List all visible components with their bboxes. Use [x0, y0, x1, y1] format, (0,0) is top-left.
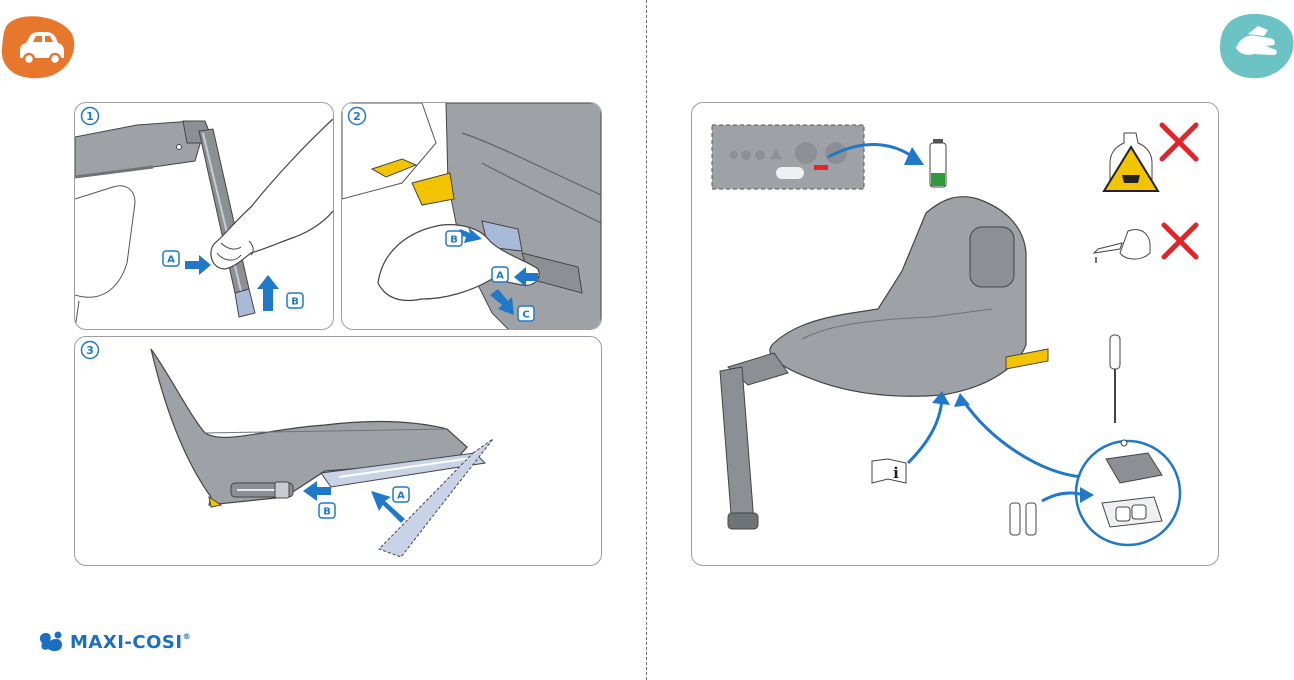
corrosive-warning-icon — [1104, 133, 1158, 191]
step-2-label-b: B — [450, 235, 458, 246]
oil-can-icon — [1094, 230, 1150, 264]
step-3-label-a: A — [397, 491, 405, 502]
step-2-number: 2 — [353, 110, 361, 123]
step-1-label-a: A — [167, 255, 175, 266]
page-gutter — [646, 0, 647, 680]
brand-name: MAXI-COSI — [70, 632, 183, 653]
step-2-label-a: A — [496, 271, 504, 282]
step-2-panel: 2 B A C — [341, 102, 602, 330]
cleaning-badge — [1218, 12, 1294, 80]
brand-registered-mark: ® — [183, 632, 192, 641]
step-2-label-c: C — [522, 310, 529, 321]
manual-info-glyph: i — [893, 464, 899, 482]
maxi-cosi-logo-icon — [36, 629, 66, 655]
screwdriver-icon — [1110, 335, 1120, 423]
step-3-panel: 3 A B — [74, 336, 602, 566]
cross-forbidden-icon — [1162, 125, 1196, 159]
step-3-label-b: B — [323, 507, 331, 518]
brand-logo: MAXI-COSI ® — [36, 626, 216, 658]
car-icon — [0, 14, 76, 80]
car-badge — [0, 14, 76, 80]
step-1-label-b: B — [291, 297, 299, 308]
maintenance-panel: i — [691, 102, 1219, 566]
cross-forbidden-icon — [1164, 225, 1196, 257]
manual-info-icon: i — [872, 459, 906, 483]
step-1-panel: 1 A B — [74, 102, 334, 330]
step-1-number: 1 — [86, 110, 94, 123]
step-3-number: 3 — [86, 344, 94, 357]
battery-icon — [930, 139, 946, 187]
cleaning-hand-icon — [1218, 12, 1294, 80]
